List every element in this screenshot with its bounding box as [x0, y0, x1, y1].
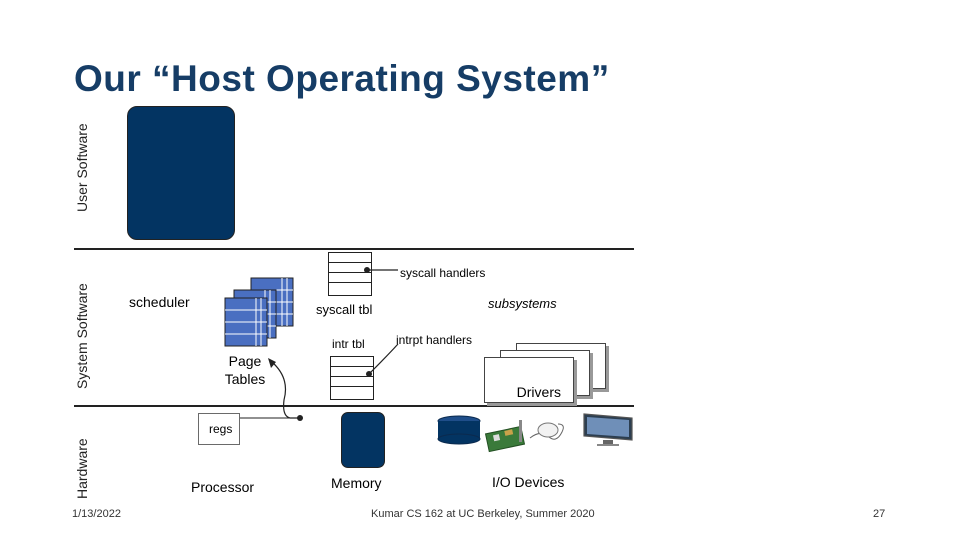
processor-label: Processor	[191, 479, 255, 495]
syscall-handlers-label: syscall handlers	[400, 266, 486, 280]
scheduler-label: scheduler	[129, 294, 190, 310]
page-table-front	[224, 297, 268, 347]
footer-date: 1/13/2022	[72, 508, 121, 520]
disk-drive-icon	[437, 415, 481, 445]
interrupt-table	[330, 356, 374, 400]
slide-title: Our “Host Operating System”	[74, 58, 610, 99]
memory-label: Memory	[331, 475, 382, 491]
memory-block	[341, 412, 385, 468]
page-tables-label: Page Tables	[224, 353, 266, 387]
system-hardware-divider	[74, 405, 634, 407]
processor-registers: regs	[198, 413, 240, 445]
syscall-table	[328, 252, 372, 296]
slide-number: 27	[873, 508, 886, 520]
subsystems-label: subsystems	[488, 296, 557, 311]
user-system-divider	[74, 248, 634, 250]
io-devices-label: I/O Devices	[492, 474, 565, 490]
mouse-cable-icon	[529, 422, 564, 440]
user-process-block	[127, 106, 235, 240]
footer-credit: Kumar CS 162 at UC Berkeley, Summer 2020	[371, 508, 595, 520]
intr-tbl-label: intr tbl	[332, 337, 365, 351]
drivers-label: Drivers	[516, 384, 561, 400]
driver-card-front: Drivers	[484, 357, 574, 403]
page-table-base-pointer	[268, 358, 303, 421]
network-card-icon	[484, 420, 526, 453]
intrpt-handlers-label: intrpt handlers	[396, 333, 473, 347]
syscall-pointer-arrow	[364, 267, 398, 273]
syscall-tbl-label: syscall tbl	[316, 302, 373, 317]
regs-label: regs	[209, 422, 233, 436]
monitor-icon	[583, 413, 633, 446]
interrupt-pointer-arrow	[366, 343, 399, 377]
